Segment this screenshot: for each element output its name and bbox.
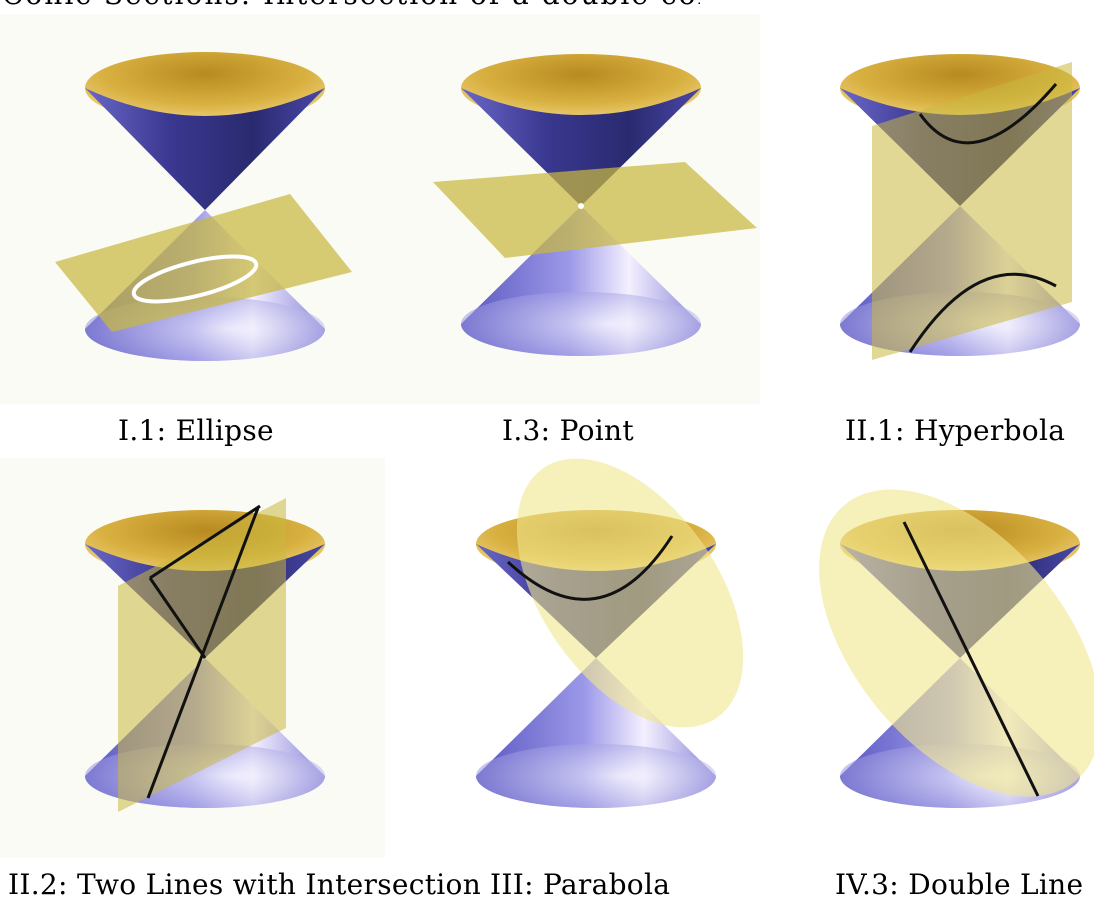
caption-ellipse: I.1: Ellipse xyxy=(118,414,274,447)
header-fragment-text: Conic Sections: Intersection of a double… xyxy=(2,0,700,11)
point-diagram xyxy=(365,14,760,404)
caption-hyperbola: II.1: Hyperbola xyxy=(845,414,1066,447)
caption-double-line: IV.3: Double Line xyxy=(835,868,1084,901)
header-fragment: Conic Sections: Intersection of a double… xyxy=(0,0,700,20)
parabola-diagram xyxy=(440,458,780,858)
caption-two-lines: II.2: Two Lines with Intersection xyxy=(8,868,482,901)
panel-ellipse xyxy=(0,14,365,404)
double-line-diagram xyxy=(810,458,1094,858)
caption-parabola: III: Parabola xyxy=(490,868,671,901)
ellipse-diagram xyxy=(0,14,365,404)
hyperbola-diagram xyxy=(820,14,1094,404)
two-lines-diagram xyxy=(0,458,385,858)
panel-parabola xyxy=(440,458,780,858)
panel-two-lines xyxy=(0,458,385,858)
panel-double-line xyxy=(810,458,1094,858)
panel-point xyxy=(365,14,760,404)
panel-hyperbola xyxy=(820,14,1094,404)
caption-point: I.3: Point xyxy=(502,414,634,447)
